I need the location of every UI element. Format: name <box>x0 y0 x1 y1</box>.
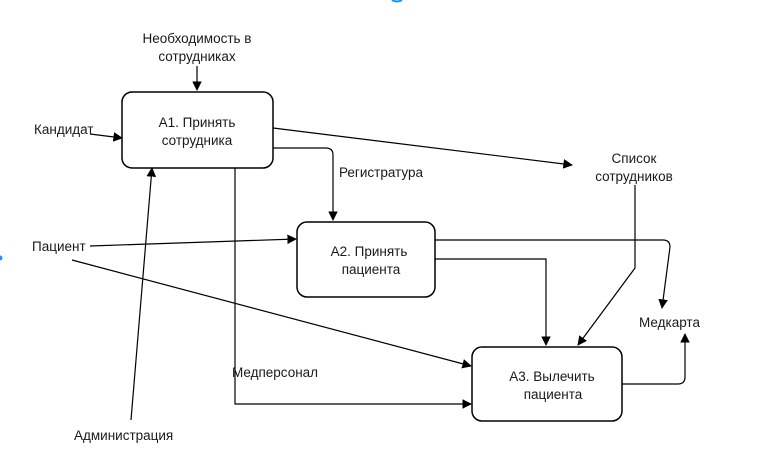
label-medstaff: Медперсонал <box>232 365 318 380</box>
arrow-candidate-to-a1 <box>89 132 123 142</box>
box-a3-line2: пациента <box>524 387 583 402</box>
label-need-line1: Необходимость в <box>143 31 252 46</box>
arrow-staff-list-to-a3 <box>577 185 636 346</box>
label-staff-list-line2: сотрудников <box>595 169 673 184</box>
label-staff-list-line1: Список <box>612 151 657 166</box>
arrow-a2-to-medcard <box>435 239 671 309</box>
arrow-a3-to-medcard <box>622 333 690 385</box>
box-a2[interactable]: А2. Принять пациента <box>296 221 436 298</box>
box-a3-line1: А3. Вылечить <box>509 369 594 384</box>
arrow-admin-to-a1 <box>130 167 157 421</box>
arrow-a1-to-a2-registry <box>273 147 338 221</box>
top-edge-artifact <box>391 0 403 3</box>
label-candidate: Кандидат <box>34 122 94 137</box>
arrow-patient-to-a3 <box>71 259 472 369</box>
label-registry: Регистратура <box>339 165 423 180</box>
arrow-a2-to-a3 <box>435 258 551 346</box>
box-a2-line1: А2. Принять <box>331 244 408 259</box>
arrow-a1-to-staff-list <box>272 127 573 169</box>
label-medcard: Медкарта <box>639 315 700 330</box>
arrow-a1-medstaff-to-a3 <box>234 168 472 409</box>
label-need-line2: сотрудниках <box>158 49 236 64</box>
box-a3[interactable]: А3. Вылечить пациента <box>471 346 623 422</box>
left-edge-dot <box>0 255 3 261</box>
arrow-patient-to-a2 <box>89 234 297 247</box>
label-patient: Пациент <box>32 239 86 254</box>
box-a1-line2: сотрудника <box>162 133 233 148</box>
box-a1-line1: А1. Принять <box>159 115 236 130</box>
box-a2-line2: пациента <box>342 262 401 277</box>
box-a1[interactable]: А1. Принять сотрудника <box>121 91 274 169</box>
label-administration: Администрация <box>74 428 173 443</box>
